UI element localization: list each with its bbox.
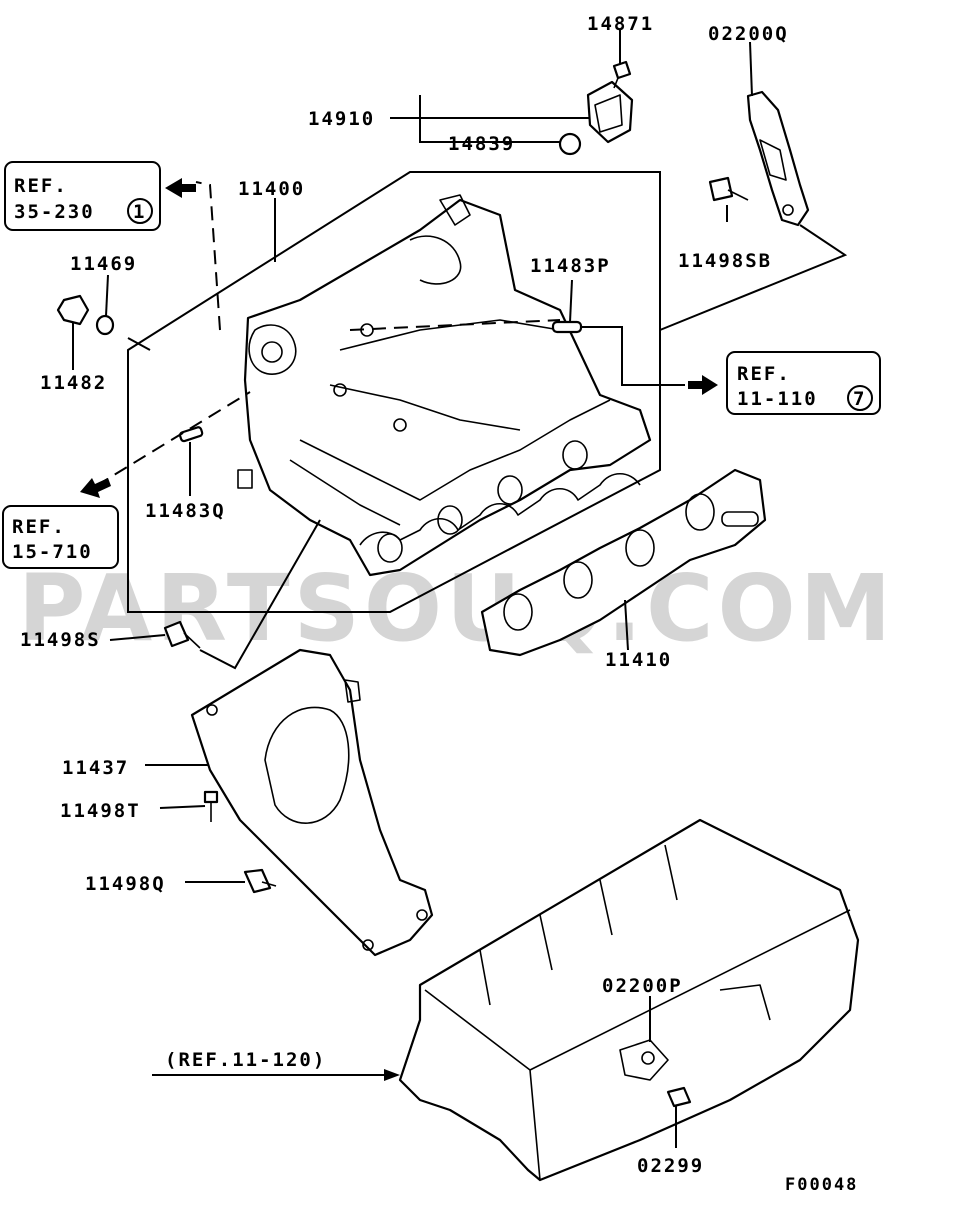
cylinder-block-icon: [398, 818, 860, 1182]
ref-35-230-circle: [127, 198, 153, 224]
leader-11410: [624, 599, 629, 651]
label-11498Q: 11498Q: [85, 873, 166, 895]
leader-11498T: [159, 805, 206, 809]
washer-icon: [95, 314, 115, 336]
leader-11498S: [109, 634, 166, 641]
map-sensor-icon: [586, 80, 634, 144]
manifold-assembly-frame: [127, 171, 661, 613]
sensor-screw-icon: [612, 60, 632, 89]
intake-manifold-icon: [237, 194, 652, 577]
bracket-bolt-icon: [708, 176, 749, 202]
label-02200P: 02200P: [602, 975, 683, 997]
stay-bolt-middle-icon: [203, 790, 219, 822]
ref-box-35-230: [4, 161, 161, 231]
label-11482: 11482: [40, 372, 107, 394]
ref-35-230-circle-number: 1: [133, 201, 144, 223]
ref-11-110-circle-number: 7: [853, 388, 864, 410]
arrow-ref-11-110: [688, 375, 718, 395]
ref-11-120-label: (REF.11-120): [165, 1049, 326, 1071]
label-11498S: 11498S: [20, 629, 101, 651]
label-11483Q: 11483Q: [145, 500, 226, 522]
stay-bolt-upper-icon: [163, 620, 201, 649]
label-11498SB: 11498SB: [678, 250, 772, 272]
figure-code: F00048: [785, 1175, 858, 1195]
ref-15-710-line2: 15-710: [12, 541, 93, 563]
manifold-gasket-icon: [480, 468, 767, 657]
o-ring-icon: [558, 132, 582, 156]
label-11483P: 11483P: [530, 255, 611, 277]
leader-02200Q: [749, 41, 753, 97]
ref-11-110-line1: REF.: [737, 363, 791, 385]
arrow-ref-15-710: [80, 478, 111, 498]
label-14839: 14839: [448, 133, 515, 155]
label-11469: 11469: [70, 253, 137, 275]
label-11400: 11400: [238, 178, 305, 200]
leader-11483P: [569, 279, 573, 323]
arrow-ref-11-120: [384, 1069, 400, 1081]
ref-11-110-circle: [847, 385, 873, 411]
leader-11498SB-frame: [659, 224, 848, 331]
dashed-ref-15-710: [95, 391, 251, 487]
label-14910: 14910: [308, 108, 375, 130]
watermark: PARTSOUQ.COM: [18, 555, 895, 662]
leader-11483P-ref: [581, 326, 685, 386]
leader-14910-bracket: [390, 95, 540, 143]
label-02299: 02299: [637, 1155, 704, 1177]
ref-11-110-line2: 11-110: [737, 388, 818, 410]
upper-bracket-icon: [746, 90, 810, 227]
leader-11498S-frame: [199, 519, 321, 670]
label-11498T: 11498T: [60, 800, 141, 822]
ref-35-230-line1: REF.: [14, 175, 68, 197]
ref-box-15-710: [2, 505, 119, 569]
ref-15-710-line1: REF.: [12, 516, 66, 538]
leader-11482-frame: [127, 337, 151, 351]
label-11410: 11410: [605, 649, 672, 671]
stud-icon: [551, 320, 583, 334]
ref-box-11-110: [726, 351, 881, 415]
drain-plug-icon: [666, 1086, 692, 1108]
leader-11469: [105, 274, 109, 317]
stay-bolt-lower-icon: [243, 868, 277, 894]
manifold-stay-icon: [190, 648, 434, 957]
ref-35-230-line2: 35-230: [14, 201, 95, 223]
arrow-ref-35-230: [165, 178, 196, 198]
nut-icon: [56, 294, 90, 326]
dashed-stud-alignment: [349, 319, 561, 331]
label-02200Q: 02200Q: [708, 23, 789, 45]
dowel-pin-icon: [178, 426, 204, 443]
dashed-ref-35-230: [195, 181, 221, 331]
label-11437: 11437: [62, 757, 129, 779]
label-14871: 14871: [587, 13, 654, 35]
